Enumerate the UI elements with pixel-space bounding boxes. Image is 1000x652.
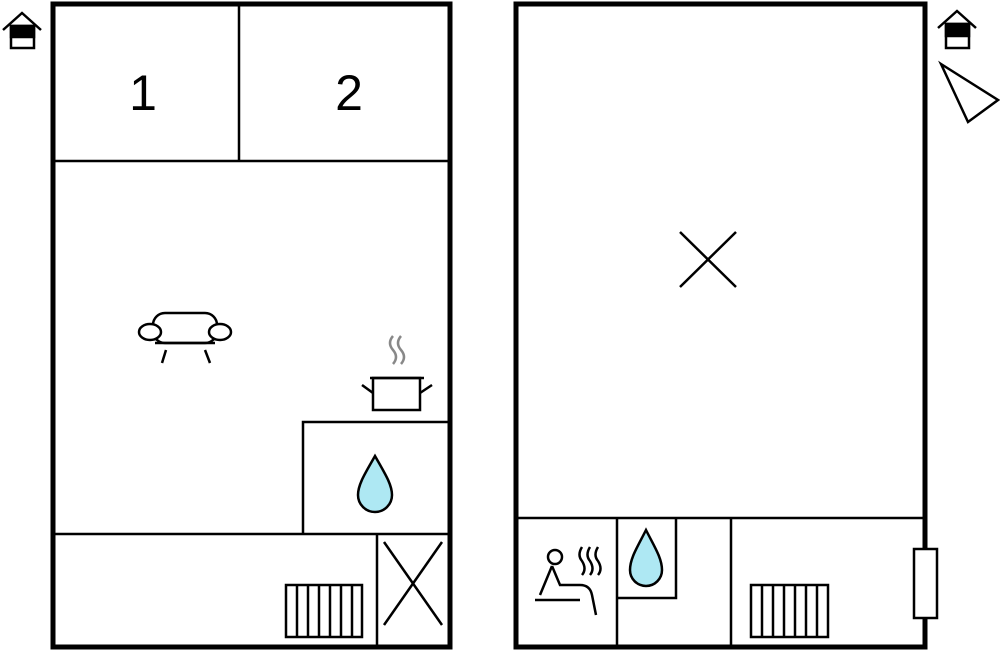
window-icon: [912, 547, 939, 620]
cross-icon: [679, 231, 737, 288]
radiator-icon: [284, 583, 364, 639]
floor-level-icon: [2, 11, 42, 50]
water-drop-icon: [356, 453, 394, 514]
sofa-icon: [137, 311, 233, 364]
cross-icon: [382, 541, 444, 626]
cooking-pot-icon: [361, 335, 433, 412]
compass-icon: [938, 60, 1000, 124]
room-label-2: 2: [335, 65, 363, 121]
sauna-icon: [535, 546, 602, 616]
wall: [617, 518, 678, 600]
wall: [301, 420, 450, 534]
radiator-icon: [749, 583, 830, 639]
floor-plan-left: [50, 1, 453, 650]
room-label-1: 1: [129, 65, 157, 121]
floor-plan-right: [513, 1, 1000, 650]
floor-level-icon: [937, 9, 977, 50]
outer-wall-left: [50, 1, 453, 650]
outer-wall-right: [513, 1, 928, 650]
water-drop-icon: [628, 527, 664, 588]
